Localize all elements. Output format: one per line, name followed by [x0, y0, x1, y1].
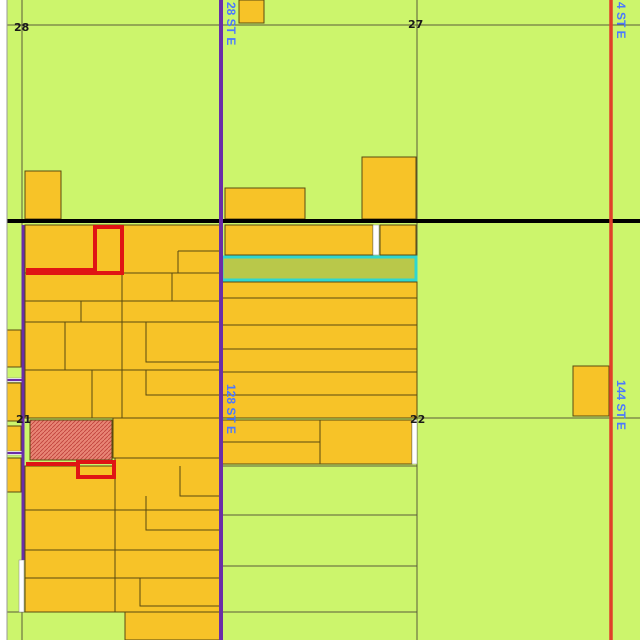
parcel[interactable] — [121, 272, 221, 302]
parcel[interactable] — [121, 300, 221, 323]
parcel[interactable] — [221, 441, 321, 465]
parcel[interactable] — [24, 272, 123, 302]
parcel[interactable] — [114, 457, 221, 511]
parcel[interactable] — [112, 417, 221, 459]
highlight-parcel-south[interactable] — [76, 460, 116, 479]
parcel[interactable] — [224, 187, 306, 220]
map-left-margin — [0, 0, 7, 640]
parcel[interactable] — [24, 224, 96, 274]
parcel[interactable] — [6, 329, 22, 368]
parcel[interactable] — [121, 224, 221, 274]
parcel[interactable] — [221, 281, 418, 299]
parcel[interactable] — [24, 300, 82, 323]
section-label-28: 28 — [14, 21, 29, 34]
parcel[interactable] — [121, 369, 221, 419]
parcel[interactable] — [24, 509, 116, 551]
parcel[interactable] — [94, 224, 123, 274]
parcel[interactable] — [319, 419, 413, 465]
parcel[interactable] — [24, 577, 116, 613]
parcel[interactable] — [361, 156, 417, 220]
parcel[interactable] — [114, 577, 221, 613]
parcel[interactable] — [221, 324, 418, 350]
parcel[interactable] — [221, 348, 418, 373]
parcel[interactable] — [91, 369, 123, 419]
parcel[interactable] — [64, 321, 123, 371]
parcel[interactable] — [572, 365, 610, 417]
parcel[interactable] — [24, 170, 62, 220]
road-label-128-mid: 128 ST E — [224, 384, 238, 434]
selected-parcel[interactable] — [220, 255, 418, 282]
parcel[interactable] — [24, 549, 116, 579]
parcel[interactable] — [238, 0, 265, 24]
parcels — [6, 0, 610, 640]
parcel[interactable] — [221, 297, 418, 326]
highlight-parcel-north[interactable] — [26, 225, 124, 275]
parcel[interactable] — [80, 300, 123, 323]
parcel[interactable] — [6, 457, 22, 493]
section-label-27: 27 — [408, 18, 423, 31]
purple-roads — [7, 0, 223, 640]
hatched-parcel[interactable] — [29, 419, 113, 461]
parcel[interactable] — [224, 224, 374, 256]
parcel[interactable] — [379, 224, 417, 256]
parcel[interactable] — [121, 321, 221, 371]
parcel[interactable] — [24, 321, 66, 371]
road-label-144-mid: 144 ST E — [614, 380, 628, 430]
road-label-128-top: 28 ST E — [224, 2, 238, 45]
parcel[interactable] — [114, 549, 221, 579]
parcel[interactable] — [124, 611, 221, 640]
highlighted-parcels — [26, 225, 124, 479]
parcel[interactable] — [24, 369, 93, 419]
section-label-21: 21 — [16, 413, 31, 426]
parcel[interactable] — [221, 371, 418, 396]
subdivision-lines — [139, 250, 220, 607]
section-label-22: 22 — [410, 413, 425, 426]
parcel[interactable] — [6, 425, 22, 455]
parcel[interactable] — [24, 465, 116, 511]
road-label-144-top: 4 ST E — [614, 2, 628, 39]
parcel[interactable] — [221, 394, 418, 419]
